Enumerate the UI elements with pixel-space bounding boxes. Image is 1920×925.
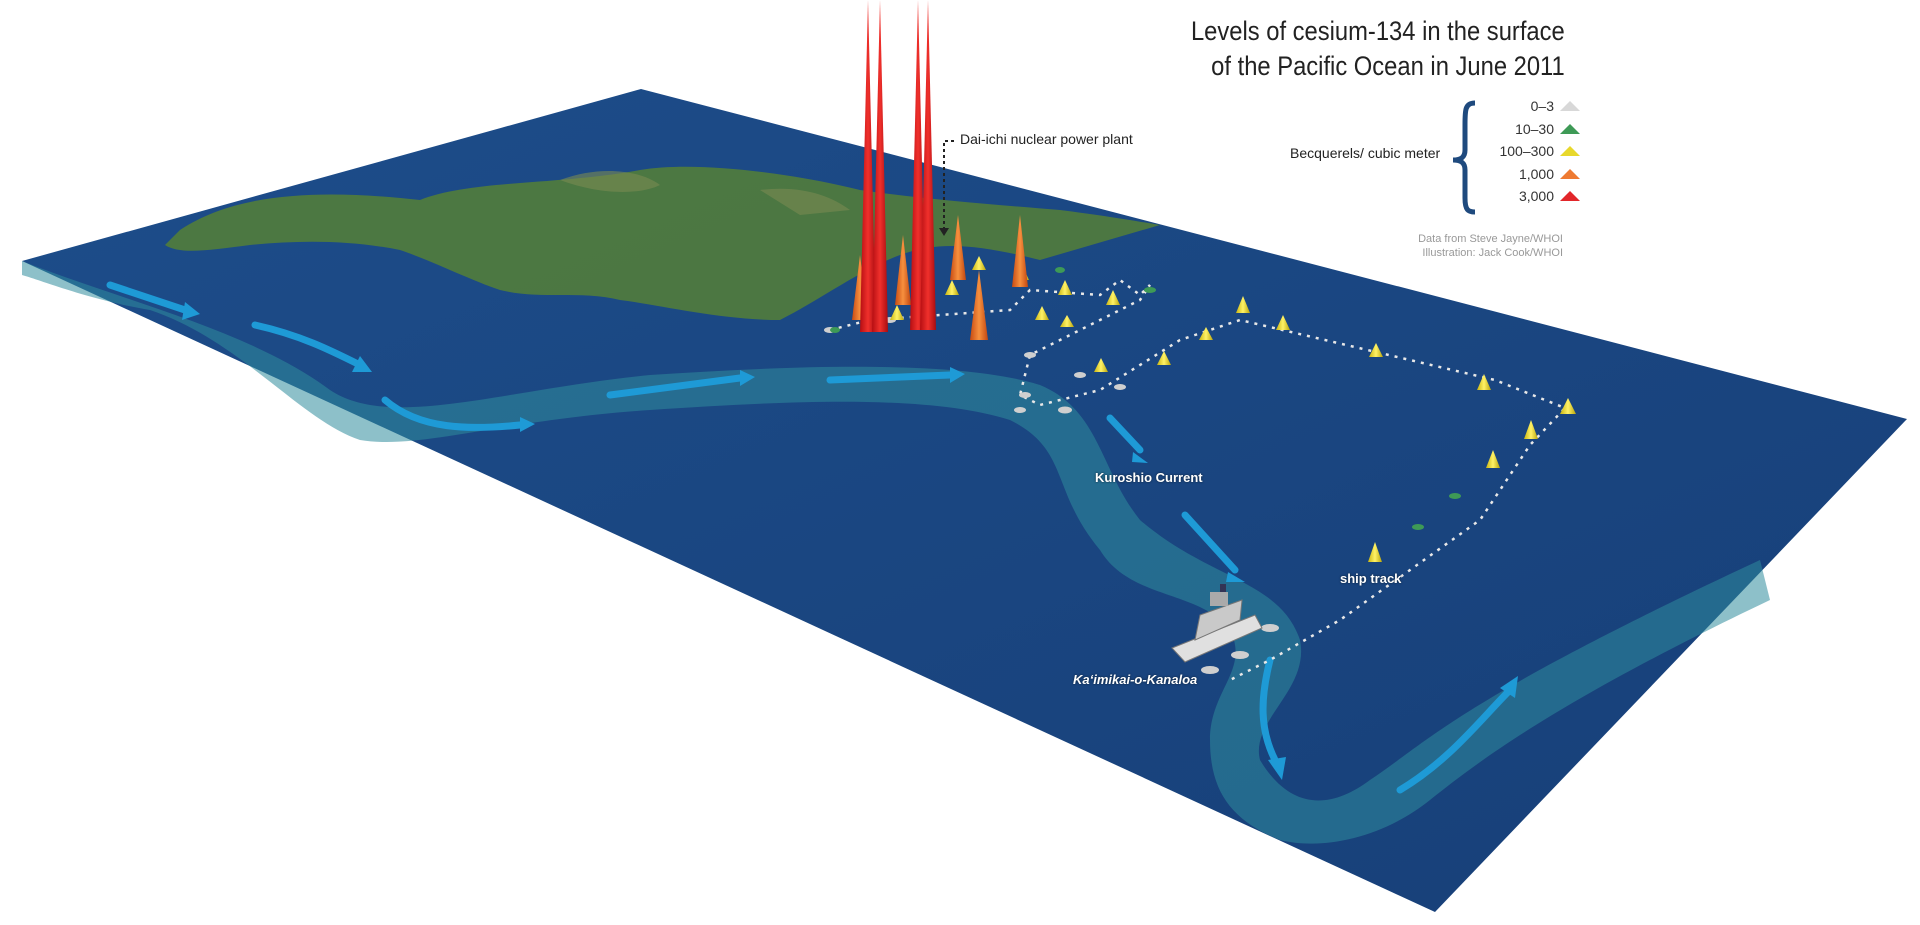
title-line-1: Levels of cesium-134 in the surface bbox=[1191, 16, 1565, 46]
credits: Data from Steve Jayne/WHOI Illustration:… bbox=[1418, 232, 1563, 260]
kuroshio-current bbox=[22, 261, 1770, 844]
triangle-icon bbox=[1560, 146, 1580, 157]
ship-icon bbox=[1171, 584, 1263, 663]
ship-track-label: ship track bbox=[1340, 571, 1402, 586]
legend-label: 100–300 bbox=[1499, 143, 1554, 160]
triangle-icon bbox=[1560, 101, 1580, 112]
ship-name-label: Ka‘imikai-o-Kanaloa bbox=[1073, 672, 1198, 687]
spikes-red bbox=[860, 0, 936, 332]
title-line-2: of the Pacific Ocean in June 2011 bbox=[1211, 51, 1565, 81]
chart-title: Levels of cesium-134 in the surface of t… bbox=[1191, 14, 1565, 84]
legend-item: 0–3 bbox=[1460, 95, 1580, 118]
cones-yellow bbox=[890, 256, 1576, 562]
legend-item: 1,000 bbox=[1460, 163, 1580, 186]
legend-label: 1,000 bbox=[1518, 165, 1554, 182]
legend-item: 3,000 bbox=[1460, 185, 1580, 208]
data-credit: Data from Steve Jayne/WHOI bbox=[1418, 233, 1563, 245]
legend-label: 0–3 bbox=[1530, 98, 1554, 115]
ocean-plane bbox=[22, 89, 1907, 912]
land-japan bbox=[165, 166, 1160, 320]
cones-orange bbox=[852, 215, 1028, 340]
triangle-icon bbox=[1560, 168, 1580, 179]
legend-item: 100–300 bbox=[1460, 140, 1580, 163]
legend-unit: Becquerels/ cubic meter bbox=[1290, 145, 1441, 161]
legend: 0–3 10–30 100–300 1,000 3,000 bbox=[1460, 95, 1580, 208]
triangle-icon bbox=[1560, 123, 1580, 134]
triangle-icon bbox=[1560, 191, 1580, 202]
legend-brace bbox=[1452, 100, 1476, 215]
current-arrows bbox=[106, 281, 1514, 794]
current-label: Kuroshio Current bbox=[1095, 470, 1203, 485]
legend-item: 10–30 bbox=[1460, 118, 1580, 141]
legend-label: 3,000 bbox=[1518, 188, 1554, 205]
legend-label: 10–30 bbox=[1515, 120, 1554, 137]
plant-label: Dai-ichi nuclear power plant bbox=[960, 131, 1133, 147]
illustration-credit: Illustration: Jack Cook/WHOI bbox=[1422, 247, 1563, 259]
